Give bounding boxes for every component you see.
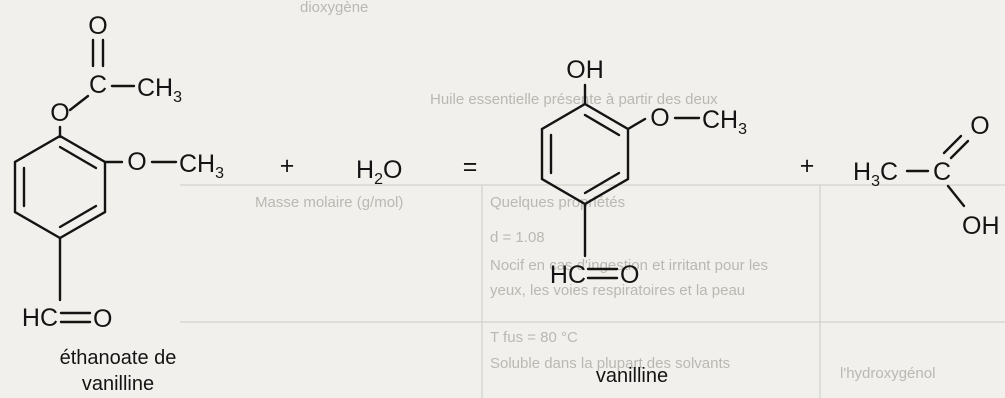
atom-label: O xyxy=(88,12,107,40)
methyl-group: CH3 xyxy=(137,74,182,106)
atom-label: O xyxy=(50,99,69,127)
show-through-background: dioxygène Huile essentielle présente à p… xyxy=(180,0,1005,398)
ring-double-bond xyxy=(583,171,621,195)
aldehyde-group: HC xyxy=(22,304,58,332)
atom-label: O xyxy=(93,305,112,333)
ring-double-bond xyxy=(58,204,98,229)
hydroxyl-group: OH xyxy=(962,212,1000,240)
double-bond xyxy=(949,139,970,160)
ghost-text: Nocif en cas d'ingestion et irritant pou… xyxy=(490,257,768,274)
ghost-text: dioxygène xyxy=(300,0,368,16)
ghost-text: d = 1.08 xyxy=(490,229,545,246)
atom-label: O xyxy=(620,261,639,289)
benzene-ring xyxy=(13,134,107,240)
atom-label: C xyxy=(89,71,107,99)
ghost-text: l'hydroxygénol xyxy=(840,365,935,382)
hydroxyl-group: OH xyxy=(566,56,604,84)
atom-label: O xyxy=(970,112,989,140)
aldehyde-group: HC xyxy=(550,261,586,289)
ring-double-bond xyxy=(58,145,98,170)
plus-sign: + xyxy=(280,152,295,180)
benzene-ring xyxy=(540,102,630,206)
caption-vanillin-acetate: vanilline xyxy=(82,373,154,395)
single-bond xyxy=(68,94,90,112)
atom-label: O xyxy=(127,148,146,176)
molecule-acetic-acid: H3C C O OH xyxy=(853,112,1000,240)
ghost-text: Quelques propriétés xyxy=(490,194,625,211)
ghost-text: Masse molaire (g/mol) xyxy=(255,194,403,211)
ghost-text: Huile essentielle présente à partir des … xyxy=(430,91,718,108)
single-bond xyxy=(946,184,966,208)
ghost-text: Soluble dans la plupart des solvants xyxy=(490,355,730,372)
ghost-text: yeux, les voies respiratoires et la peau xyxy=(490,282,745,299)
molecule-vanillin-acetate: O C CH3 O O CH3 HC O éthanoate de vanill… xyxy=(13,12,224,395)
methoxy-methyl: CH3 xyxy=(702,106,747,138)
methyl-group: H3C xyxy=(853,158,898,190)
ring-double-bond xyxy=(583,113,621,137)
plus-sign: + xyxy=(800,152,815,180)
caption-vanillin: vanilline xyxy=(596,365,668,387)
methoxy-methyl: CH3 xyxy=(179,150,224,182)
caption-vanillin-acetate: éthanoate de xyxy=(60,347,177,369)
ghost-text: T fus = 80 °C xyxy=(490,329,578,346)
atom-label: C xyxy=(933,158,951,186)
atom-label: O xyxy=(650,104,669,132)
molecule-vanillin: OH O CH3 HC O vanilline xyxy=(540,56,747,387)
equals-sign: = xyxy=(463,153,478,181)
double-bond xyxy=(942,134,963,155)
molecule-water: H2O xyxy=(356,156,402,188)
single-bond xyxy=(626,117,647,131)
